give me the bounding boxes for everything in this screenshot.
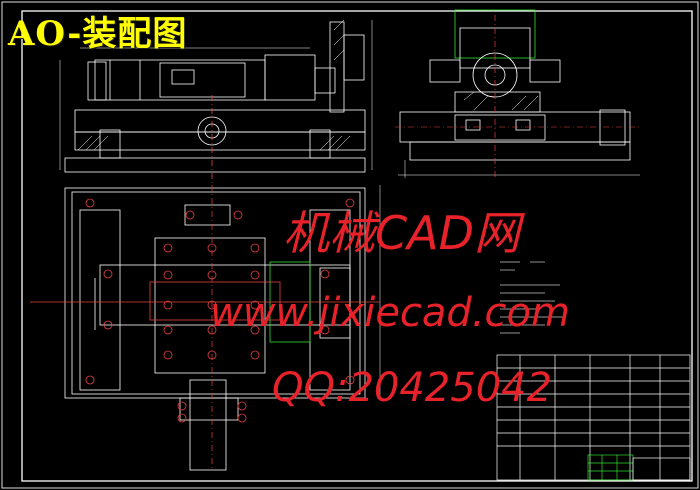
side-view (398, 9, 640, 178)
inner-border (21, 10, 693, 482)
watermark-brand: 机械CAD网 (283, 206, 521, 260)
watermark-qq: QQ:20425042 (272, 365, 553, 411)
top-view (64, 185, 381, 471)
technical-notes (500, 261, 565, 334)
front-view (59, 19, 373, 173)
drawing-title: AO-装配图 (8, 14, 188, 54)
top-view-bolts (85, 198, 355, 423)
title-block (496, 354, 691, 481)
watermark-url: www.jixiecad.com (210, 290, 570, 336)
